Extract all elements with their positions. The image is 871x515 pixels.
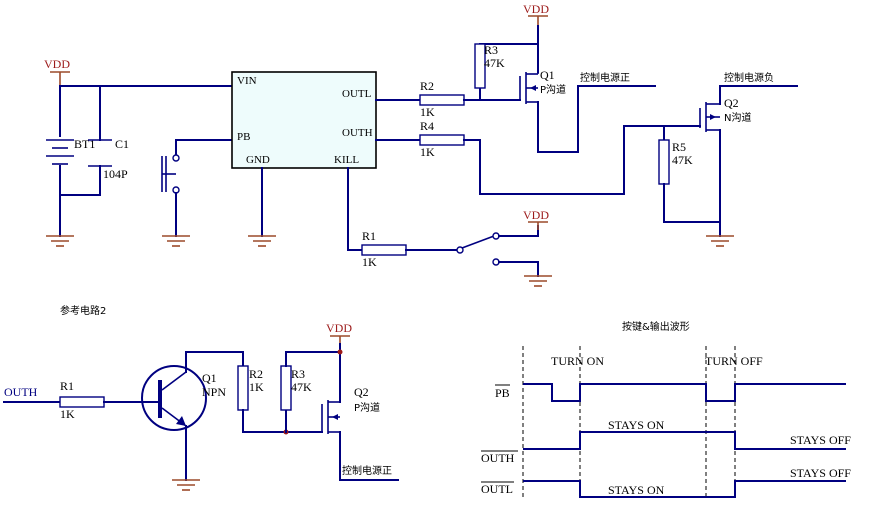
ground-symbol-switch xyxy=(524,275,552,287)
r2-ref: R2 xyxy=(420,79,434,93)
wave-pb-trace xyxy=(523,383,846,402)
battery-bt1: BT1 xyxy=(46,85,95,237)
wave-outl-label: OUTL xyxy=(481,482,513,496)
ref2-resistor-r1: R1 1K xyxy=(59,379,105,421)
ref2-ground-symbol xyxy=(172,479,200,491)
q1-output-label: 控制电源正 xyxy=(580,71,630,84)
wave-turn-on-label: TURN ON xyxy=(551,354,604,368)
r5-ref: R5 xyxy=(672,140,686,154)
r2-value: 1K xyxy=(420,105,435,119)
waveform-title: 按键&输出波形 xyxy=(622,320,690,333)
main-circuit: VDD BT1 C1 104P xyxy=(44,2,798,287)
ref2-npn-transistor: Q1 NPN xyxy=(141,365,226,431)
wave-turn-off-label: TURN OFF xyxy=(705,354,763,368)
wave-outh-trace xyxy=(523,431,846,450)
wave-outl-trace xyxy=(523,480,846,498)
q2-drain-wire xyxy=(719,85,798,105)
ref2-output-label: 控制电源正 xyxy=(342,464,392,477)
ref2-mosfet-q2: Q2 P沟道 xyxy=(321,385,380,434)
resistor-r3: R3 47K xyxy=(474,43,539,101)
wave-outh-stays-on: STAYS ON xyxy=(608,418,665,432)
q1-ref: Q1 xyxy=(540,68,555,82)
ref2-drain-wire xyxy=(339,431,399,481)
kill-wire xyxy=(347,167,363,251)
resistor-r4: R4 1K xyxy=(419,119,465,159)
r4-ref: R4 xyxy=(420,119,434,133)
vdd-symbol-left: VDD xyxy=(44,57,70,86)
toggle-switch xyxy=(456,225,539,277)
chip-pin-kill: KILL xyxy=(334,154,359,166)
q2-type: N沟道 xyxy=(724,111,751,124)
ref2-r3-ref: R3 xyxy=(291,367,305,381)
push-button-switch xyxy=(161,139,236,247)
mosfet-q2: Q2 N沟道 xyxy=(699,96,751,132)
r4-value: 1K xyxy=(420,145,435,159)
vdd-label-switch: VDD xyxy=(523,208,549,222)
battery-ref: BT1 xyxy=(74,137,95,151)
resistor-r2: R2 1K xyxy=(419,79,465,119)
c1-ref: C1 xyxy=(115,137,129,151)
vdd-symbol-switch: VDD xyxy=(523,208,549,230)
q2-output-label: 控制电源负 xyxy=(724,71,774,84)
wave-outl-stays-on: STAYS ON xyxy=(608,483,665,497)
resistor-r5: R5 47K xyxy=(658,125,721,223)
r5-value: 47K xyxy=(672,153,693,167)
ref2-gate-wire xyxy=(242,409,323,433)
controller-chip: VIN PB GND KILL OUTL OUTH xyxy=(231,71,377,169)
c1-value: 104P xyxy=(103,167,128,181)
r1-ref-top: R1 xyxy=(362,229,376,243)
vdd-label-left: VDD xyxy=(44,57,70,71)
chip-pin-pb: PB xyxy=(237,131,250,143)
wave-pb-label: PB xyxy=(495,386,510,400)
ref2-outh-label: OUTH xyxy=(4,385,38,399)
ref2-title: 参考电路2 xyxy=(60,304,106,317)
r3-ref: R3 xyxy=(484,43,498,57)
ref2-q2-type: P沟道 xyxy=(354,401,380,414)
ref2-junction-vdd xyxy=(337,349,343,355)
ref2-r1-value: 1K xyxy=(60,407,75,421)
resistor-r1-top: R1 1K xyxy=(361,229,407,269)
ref2-resistor-r3: R3 47K xyxy=(280,351,341,433)
r3-value: 47K xyxy=(484,56,505,70)
reference-circuit-2: 参考电路2 OUTH R1 1K Q1 NPN R2 xyxy=(3,304,399,491)
ref2-vdd-symbol: VDD xyxy=(326,321,352,344)
vdd-symbol-q1: VDD xyxy=(523,2,549,26)
q1-type: P沟道 xyxy=(540,83,566,96)
chip-pin-outh: OUTH xyxy=(342,127,373,139)
wave-outh-label: OUTH xyxy=(481,451,515,465)
ref2-r2-ref: R2 xyxy=(249,367,263,381)
capacitor-c1: C1 104P xyxy=(59,137,129,196)
q2-ref: Q2 xyxy=(724,96,739,110)
chip-pin-outl: OUTL xyxy=(342,88,372,100)
ground-symbol-chip xyxy=(248,167,276,247)
waveform-panel: 按键&输出波形 TURN ON TURN OFF PB OUTH STAYS O… xyxy=(481,320,851,500)
ref2-r1-ref: R1 xyxy=(60,379,74,393)
ground-symbol-battery xyxy=(46,235,74,247)
wave-outh-stays-off: STAYS OFF xyxy=(790,433,851,447)
q2-gate-wire xyxy=(463,125,701,195)
chip-pin-gnd: GND xyxy=(246,154,270,166)
vdd-label-q1: VDD xyxy=(523,2,549,16)
ref2-r3-value: 47K xyxy=(291,380,312,394)
mosfet-q1: Q1 P沟道 xyxy=(519,68,566,104)
r1-value-top: 1K xyxy=(362,255,377,269)
ref2-collector-wire xyxy=(185,351,244,373)
chip-pin-vin: VIN xyxy=(237,75,257,87)
q1-drain-wire xyxy=(537,85,656,153)
ref2-vdd-label: VDD xyxy=(326,321,352,335)
wave-outl-stays-off: STAYS OFF xyxy=(790,466,851,480)
ref2-q2-ref: Q2 xyxy=(354,385,369,399)
ref2-q1-type: NPN xyxy=(202,385,226,399)
ref2-q1-ref: Q1 xyxy=(202,371,217,385)
ref2-r2-value: 1K xyxy=(249,380,264,394)
ground-symbol-q2 xyxy=(706,235,734,247)
ref2-resistor-r2: R2 1K xyxy=(237,365,264,411)
